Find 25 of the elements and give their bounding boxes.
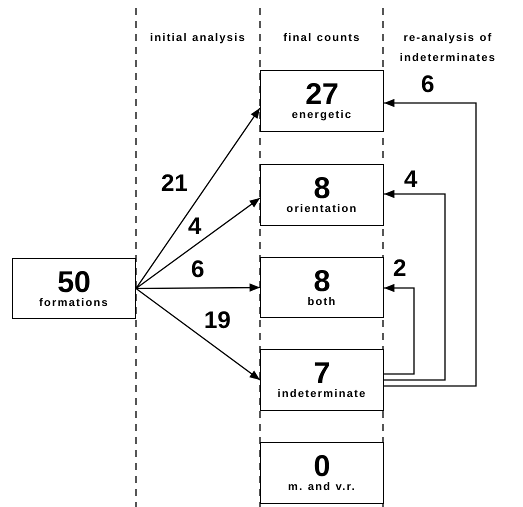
- count-box: [260, 257, 384, 318]
- count-number: 8: [314, 268, 330, 296]
- count-box: [12, 258, 136, 319]
- category-label: indeterminate: [277, 388, 367, 400]
- arrow: [384, 190, 446, 381]
- count-number: 7: [314, 360, 330, 388]
- category-label: m. and v.r.: [288, 481, 356, 493]
- count-box: [260, 349, 384, 411]
- arrow: [384, 284, 415, 375]
- category-label: energetic: [292, 109, 352, 121]
- count-number: 0: [314, 453, 330, 481]
- count-number: 50: [57, 268, 91, 296]
- category-label: both: [307, 296, 337, 308]
- arrow: [135, 108, 261, 289]
- count-box: [260, 442, 384, 504]
- count-number: 27: [305, 81, 339, 109]
- category-label: formations: [39, 296, 109, 308]
- count-box: [260, 164, 384, 226]
- count-box: [260, 70, 384, 132]
- arrow: [384, 98, 477, 387]
- arrow: [136, 283, 260, 292]
- count-number: 8: [314, 175, 330, 203]
- category-label: orientation: [286, 203, 358, 215]
- arrow: [136, 197, 260, 290]
- arrow: [136, 288, 260, 381]
